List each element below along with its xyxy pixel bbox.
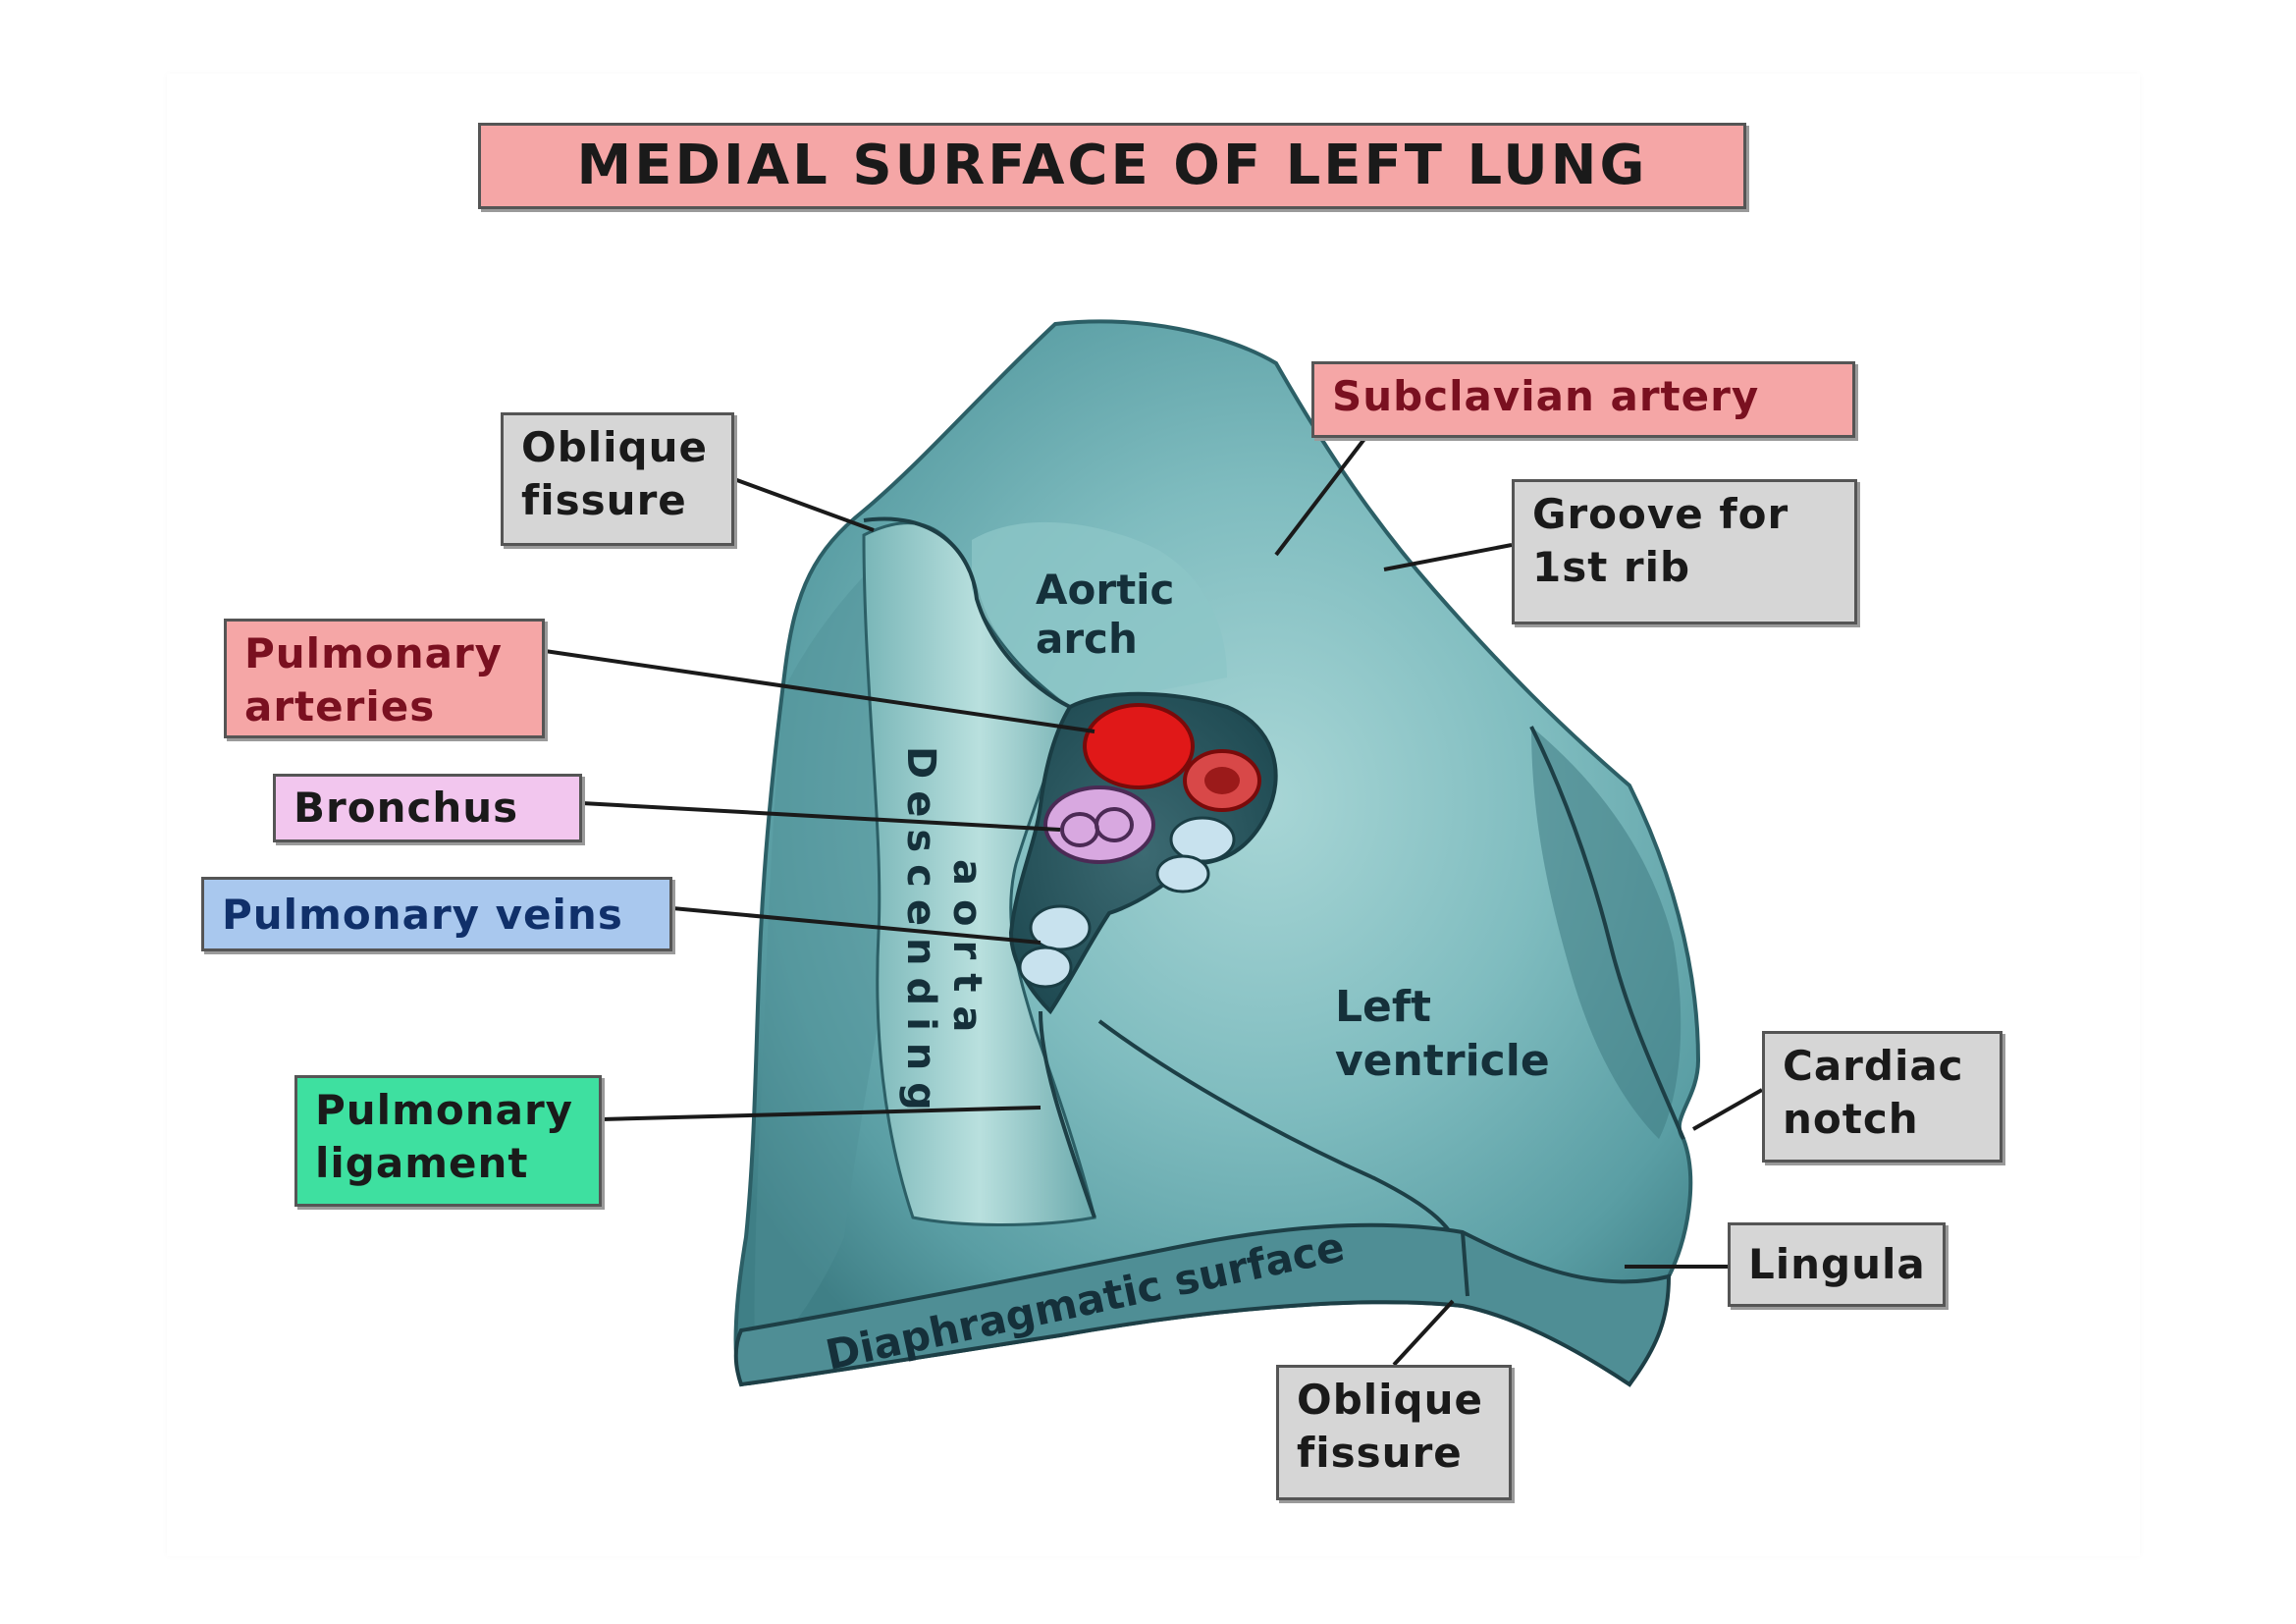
aortic-arch-text-2: arch: [1036, 615, 1138, 663]
leader-cardiac-notch: [1692, 1088, 1763, 1131]
label-subclavian-artery: Subclavian artery: [1311, 361, 1855, 438]
label-pulmonary-ligament-line2: ligament: [315, 1139, 529, 1187]
cardiac-notch-line: [1529, 726, 1685, 1140]
pulmonary-artery-inner: [1204, 767, 1240, 794]
label-groove-first-rib: Groove for 1st rib: [1512, 479, 1857, 624]
label-pulmonary-arteries-line1: Pulmonary: [244, 629, 504, 677]
label-oblique-fissure-bottom-line1: Oblique: [1297, 1376, 1484, 1424]
leader-groove: [1383, 543, 1513, 571]
oblique-fissure-line: [863, 516, 1071, 709]
label-pulmonary-veins: Pulmonary veins: [201, 877, 672, 951]
label-cardiac-notch: Cardiac notch: [1762, 1031, 2002, 1163]
label-cardiac-notch-line2: notch: [1783, 1095, 1919, 1143]
label-oblique-fissure-top: Oblique fissure: [501, 412, 734, 546]
leader-bronchus: [581, 801, 1061, 832]
bronchus-ring-2: [1095, 807, 1134, 842]
label-pulmonary-arteries-line2: arteries: [244, 682, 436, 731]
aorta-text: aorta: [944, 859, 989, 1046]
descending-aorta-groove: [862, 521, 1096, 1226]
label-pulmonary-arteries: Pulmonary arteries: [224, 619, 545, 738]
pulmonary-artery-shape: [1083, 703, 1195, 789]
label-pulmonary-ligament-line1: Pulmonary: [315, 1086, 574, 1134]
label-groove-first-rib-line2: 1st rib: [1532, 543, 1691, 591]
label-oblique-fissure-bottom: Oblique fissure: [1276, 1365, 1512, 1500]
label-cardiac-notch-line1: Cardiac: [1783, 1042, 1964, 1090]
label-lingula-text: Lingula: [1748, 1240, 1926, 1288]
pulmonary-vein-2: [1155, 854, 1210, 893]
cardiac-impression-line: [1097, 1019, 1465, 1258]
label-bronchus-text: Bronchus: [294, 784, 519, 832]
aortic-arch-text-1: Aortic: [1036, 566, 1174, 614]
left-ventricle-text-1: Left: [1335, 982, 1431, 1032]
left-ventricle-text-2: ventricle: [1335, 1036, 1550, 1086]
label-oblique-fissure-bottom-line2: fissure: [1297, 1429, 1463, 1477]
diagram-title: MEDIAL SURFACE OF LEFT LUNG: [478, 123, 1746, 209]
leader-subclavian: [1274, 437, 1366, 557]
lingula-line: [1461, 1231, 1469, 1297]
pulmonary-vein-4: [1018, 946, 1073, 989]
label-subclavian-artery-text: Subclavian artery: [1332, 372, 1760, 420]
label-pulmonary-veins-text: Pulmonary veins: [222, 891, 623, 939]
diaphragmatic-surface: [733, 1222, 1672, 1387]
leader-lines: [544, 437, 1763, 1367]
pulmonary-vein-1: [1169, 816, 1236, 863]
leader-oblique-top: [733, 477, 875, 532]
pulmonary-ligament-line: [1039, 1010, 1096, 1218]
label-oblique-fissure-top-line1: Oblique: [521, 423, 709, 471]
leader-pulmonary-arteries: [544, 649, 1095, 733]
leader-oblique-bottom: [1392, 1299, 1455, 1367]
aortic-arch-region: [972, 521, 1227, 707]
leader-pulmonary-veins: [671, 906, 1041, 945]
label-bronchus: Bronchus: [273, 774, 582, 842]
label-pulmonary-ligament: Pulmonary ligament: [294, 1075, 602, 1207]
label-groove-first-rib-line1: Groove for: [1532, 490, 1789, 538]
label-lingula: Lingula: [1728, 1222, 1946, 1307]
leader-pulmonary-ligament: [601, 1106, 1041, 1121]
label-oblique-fissure-top-line2: fissure: [521, 476, 687, 524]
